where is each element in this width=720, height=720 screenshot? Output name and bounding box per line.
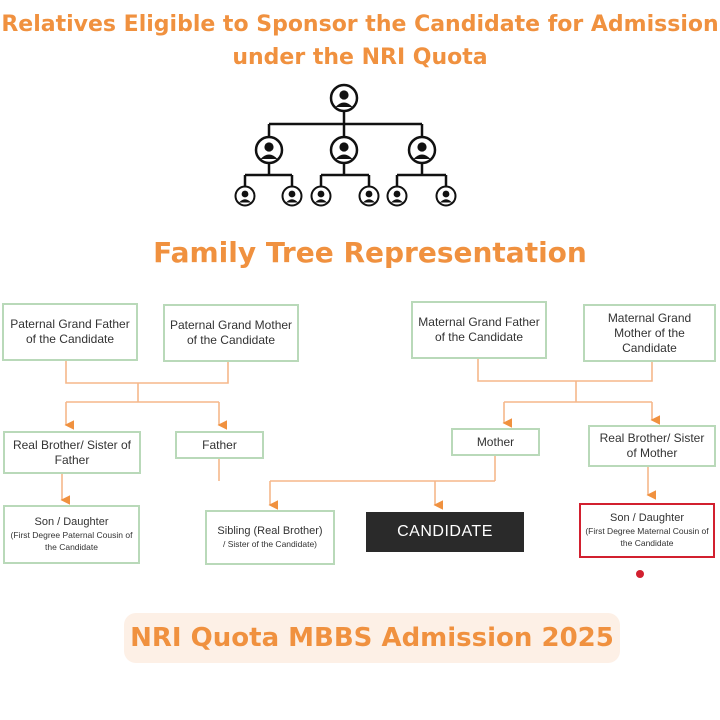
candidate-box: CANDIDATE: [366, 512, 524, 552]
mother-box: Mother: [451, 428, 540, 456]
highlight-dot: [636, 570, 644, 578]
paternal-cousin-box: Son / Daughter (First Degree Paternal Co…: [3, 505, 140, 564]
diagram-subtitle: Family Tree Representation: [153, 236, 587, 269]
paternal-cousin-title: Son / Daughter: [34, 516, 109, 528]
sibling-subtitle: / Sister of the Candidate): [222, 539, 318, 549]
sibling-box: Sibling (Real Brother) / Sister of the C…: [205, 510, 335, 565]
maternal-cousin-subtitle: (First Degree Maternal Cousin of the Can…: [585, 526, 709, 548]
sibling-title: Sibling (Real Brother): [217, 525, 323, 537]
maternal-grandmother-box: Maternal Grand Mother of the Candidate: [583, 304, 716, 362]
paternal-grandfather-box: Paternal Grand Father of the Candidate: [2, 303, 138, 361]
footer-badge: NRI Quota MBBS Admission 2025: [124, 613, 620, 663]
title-line-2: under the NRI Quota: [232, 45, 488, 70]
paternal-cousin-subtitle: (First Degree Paternal Cousin of the Can…: [10, 530, 133, 552]
paternal-uncle-aunt-box: Real Brother/ Sister of Father: [3, 431, 141, 474]
maternal-grandfather-box: Maternal Grand Father of the Candidate: [411, 301, 547, 359]
maternal-uncle-aunt-box: Real Brother/ Sister of Mother: [588, 425, 716, 467]
father-box: Father: [175, 431, 264, 459]
paternal-grandmother-box: Paternal Grand Mother of the Candidate: [163, 304, 299, 362]
family-tree-icon: [234, 83, 457, 207]
maternal-cousin-box: Son / Daughter (First Degree Maternal Co…: [579, 503, 715, 558]
maternal-cousin-title: Son / Daughter: [610, 512, 684, 524]
page-title: Relatives Eligible to Sponsor the Candid…: [0, 8, 720, 74]
title-line-1: Relatives Eligible to Sponsor the Candid…: [1, 12, 719, 37]
